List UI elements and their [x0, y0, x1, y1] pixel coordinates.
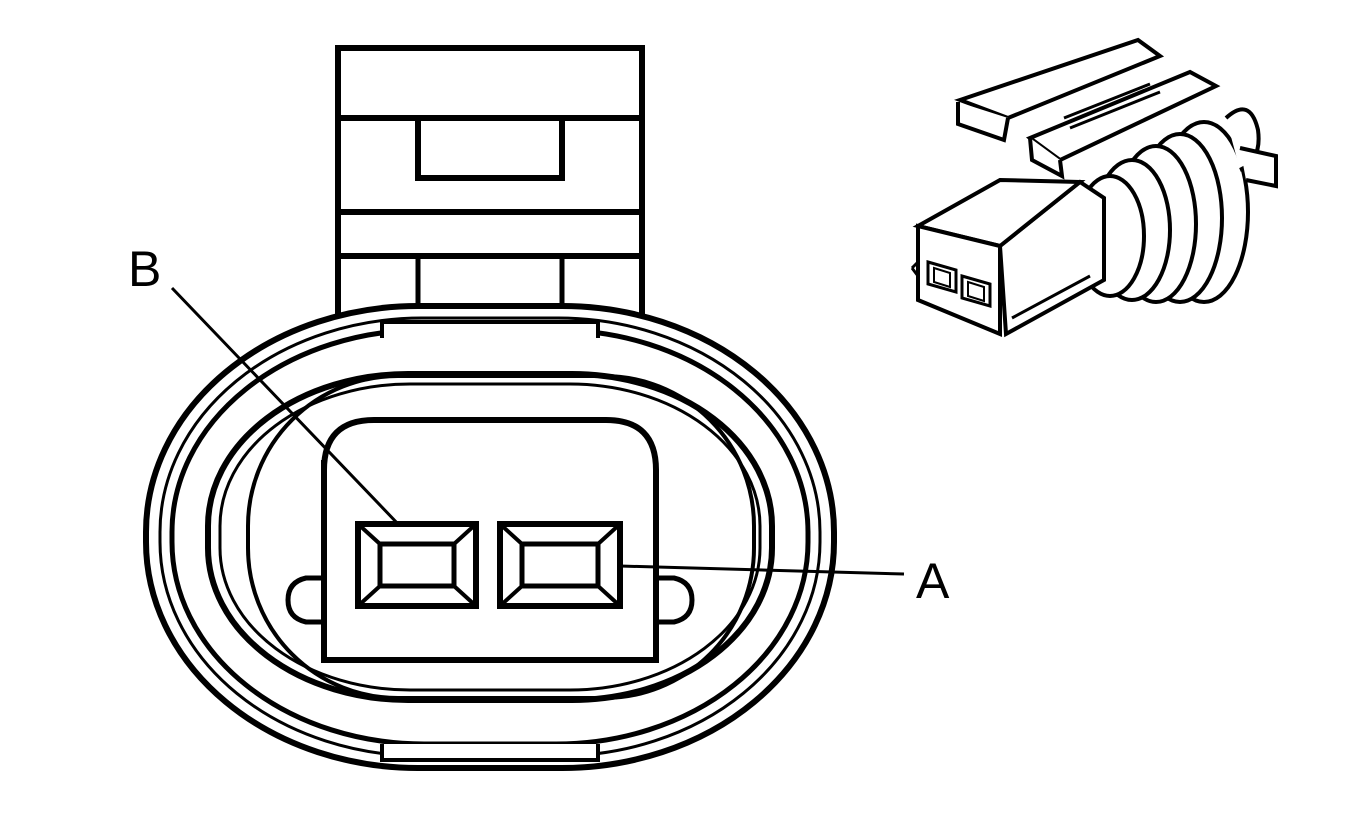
label-b: B: [128, 241, 161, 297]
connector-front-block: [910, 177, 1106, 338]
terminal-housing: [285, 417, 695, 663]
iso-terminal-windows: [926, 260, 992, 308]
leader-line-a: [619, 564, 905, 576]
terminal-cavity-b: [355, 521, 479, 609]
connector-face-view: [143, 45, 837, 771]
connector-boot: [1074, 107, 1278, 304]
label-a: A: [916, 553, 950, 609]
terminal-cavity-a: [497, 521, 623, 609]
callout-a: A: [619, 553, 950, 609]
locking-tab: [335, 45, 645, 341]
connector-isometric-view: [910, 37, 1278, 338]
leader-line-b: [170, 286, 402, 528]
connector-latch: [954, 37, 1221, 180]
callout-b: B: [128, 241, 402, 528]
